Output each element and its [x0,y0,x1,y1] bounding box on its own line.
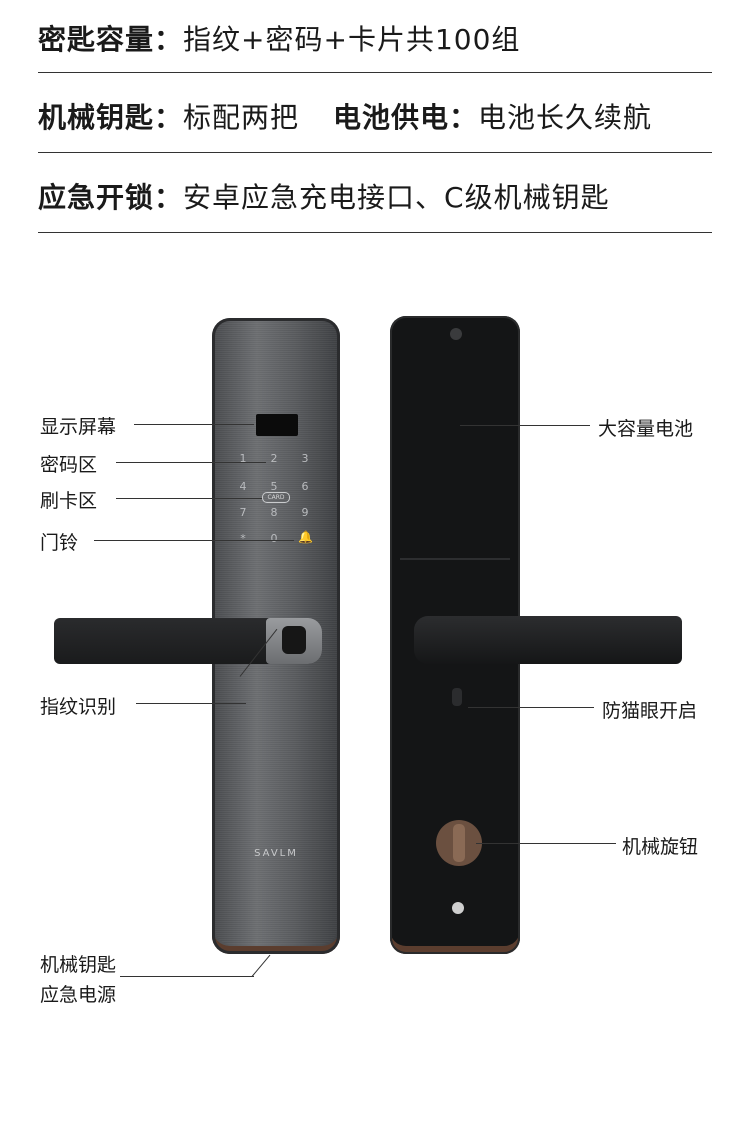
label-emergency-line1: 机械钥匙 [40,954,117,976]
callout-line [251,954,271,977]
mechanical-knob [436,820,482,866]
spec-key: 应急开锁： [38,181,184,214]
label-fingerprint: 指纹识别 [40,696,117,718]
callout-line [116,498,262,499]
keypad-key: 8 [270,506,278,519]
spec-key: 密匙容量： [38,23,184,56]
fingerprint-sensor [282,626,306,654]
callout-line [94,540,294,541]
battery-cover-seam [400,558,510,560]
keypad-key: 7 [239,506,247,519]
spec-value: 指纹+密码+卡片共100组 [183,23,521,56]
spec-row-key-battery: 机械钥匙： 标配两把 电池供电： 电池长久续航 [38,80,712,152]
label-card-area: 刷卡区 [40,490,98,512]
keypad-key: 4 [239,480,247,493]
keypad-key: 6 [301,480,309,493]
spec-value: 标配两把 [183,101,300,134]
callout-line [116,462,266,463]
keypad-key: 9 [301,506,309,519]
label-knob: 机械旋钮 [622,836,699,858]
screw-icon [450,328,462,340]
spec-value: 安卓应急充电接口、C级机械钥匙 [183,181,610,214]
label-doorbell: 门铃 [40,532,79,554]
spec-key-2: 电池供电： [333,101,479,134]
back-handle [414,616,682,664]
divider [38,232,712,233]
callout-line [468,707,594,708]
label-peephole: 防猫眼开启 [602,700,698,722]
spec-key: 机械钥匙： [38,101,184,134]
peephole-guard [452,688,462,706]
callout-line [134,424,254,425]
spec-value-2: 电池长久续航 [478,101,653,134]
keypad-key: 1 [239,452,247,465]
label-battery: 大容量电池 [598,418,694,440]
keypad-key: * [240,532,246,545]
divider [38,152,712,153]
callout-line [120,976,254,977]
label-emergency-line2: 应急电源 [40,984,117,1006]
keypad-key: 3 [301,452,309,465]
bell-icon: 🔔 [298,530,313,544]
front-handle [54,618,322,664]
screw-icon [452,902,464,914]
spec-row-key-capacity: 密匙容量： 指纹+密码+卡片共100组 [38,2,712,74]
display-screen [256,414,298,436]
keypad-key: 5 [270,480,278,493]
label-keypad-area: 密码区 [40,454,98,476]
callout-line [460,425,590,426]
keypad-key: 2 [270,452,278,465]
card-reader-mark: CARD [262,492,290,503]
spec-row-emergency: 应急开锁： 安卓应急充电接口、C级机械钥匙 [38,160,712,232]
callout-line [136,703,246,704]
label-display-screen: 显示屏幕 [40,416,117,438]
divider [38,72,712,73]
keypad-key: 0 [270,532,278,545]
callout-line [476,843,616,844]
brand-logo: SAVLM [254,848,298,859]
